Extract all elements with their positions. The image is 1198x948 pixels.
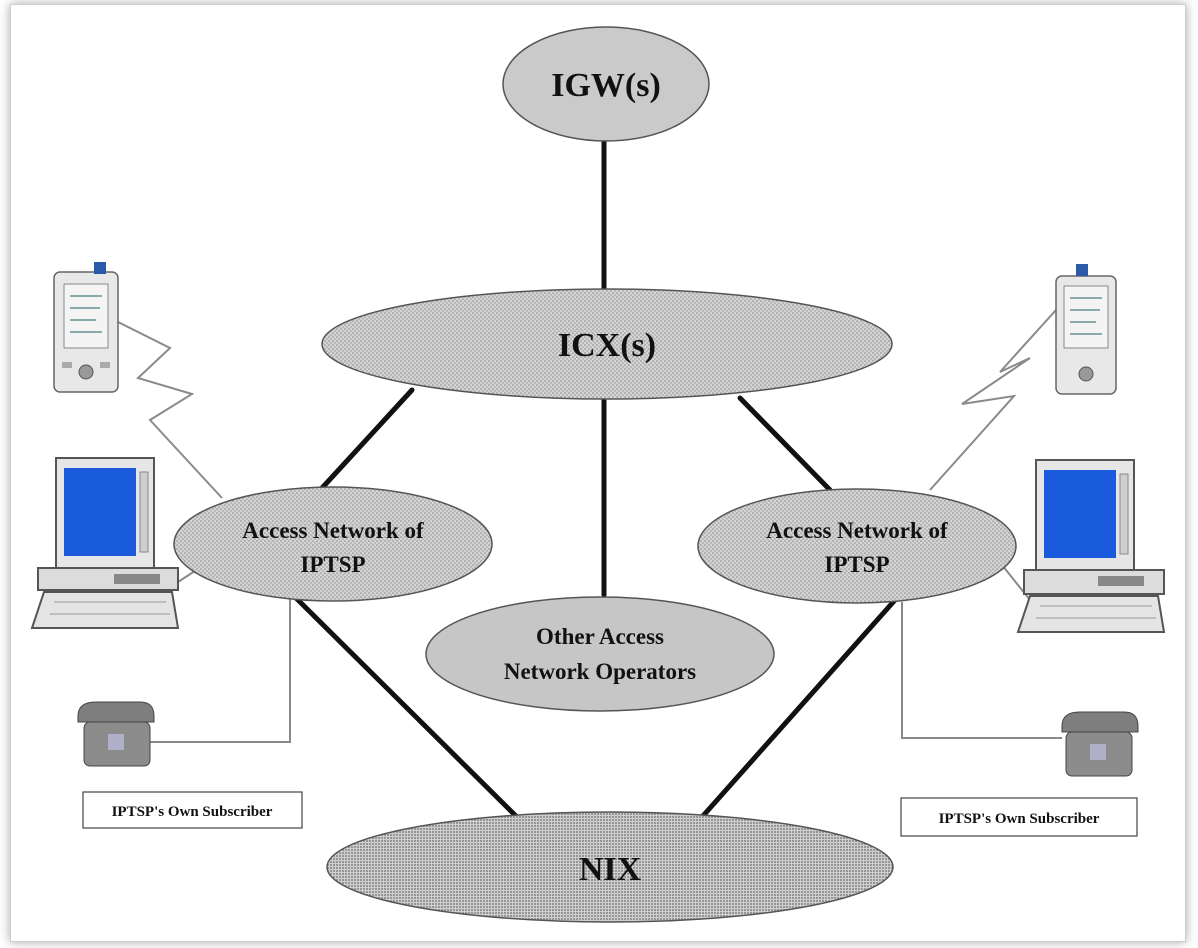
- core-links: [293, 137, 898, 829]
- left-desktop-computer-icon: [30, 457, 180, 629]
- right-desktop-computer-icon: [1016, 459, 1166, 633]
- link-access-right-nix: [691, 597, 898, 829]
- igw-node: IGW(s): [502, 26, 710, 142]
- icx-label: ICX(s): [558, 327, 656, 364]
- left-telephone-icon: [77, 701, 155, 767]
- right-pda-icon: [1055, 264, 1117, 395]
- left-phone-link: [150, 598, 291, 743]
- access-right-line1: Access Network of: [766, 518, 948, 543]
- access-network-left-node: Access Network of IPTSP: [173, 486, 493, 602]
- link-access-left-nix: [293, 595, 529, 829]
- link-icx-access-right: [737, 395, 833, 493]
- left-subscriber-label-box: IPTSP's Own Subscriber: [82, 791, 303, 829]
- other-access-node: Other Access Network Operators: [425, 596, 775, 712]
- igw-label: IGW(s): [551, 67, 661, 104]
- left-pda-wireless-link: [117, 321, 223, 499]
- access-right-line2: IPTSP: [824, 552, 889, 577]
- nix-node: NIX: [326, 811, 894, 923]
- right-subscriber-label: IPTSP's Own Subscriber: [939, 811, 1100, 827]
- other-line2: Network Operators: [504, 659, 696, 684]
- access-left-line1: Access Network of: [242, 518, 424, 543]
- diagram-frame: [10, 4, 1186, 942]
- right-pda-wireless-link: [929, 309, 1057, 491]
- access-left-line2: IPTSP: [300, 552, 365, 577]
- link-icx-access-left: [319, 387, 415, 491]
- right-subscriber-label-box: IPTSP's Own Subscriber: [900, 797, 1138, 837]
- left-subscriber-label: IPTSP's Own Subscriber: [112, 804, 273, 820]
- icx-node: ICX(s): [321, 288, 893, 400]
- right-phone-link: [901, 602, 1062, 739]
- left-pda-icon: [53, 262, 119, 393]
- access-network-right-node: Access Network of IPTSP: [697, 488, 1017, 604]
- nix-label: NIX: [579, 851, 642, 888]
- right-telephone-icon: [1061, 711, 1139, 777]
- other-line1: Other Access: [536, 624, 664, 649]
